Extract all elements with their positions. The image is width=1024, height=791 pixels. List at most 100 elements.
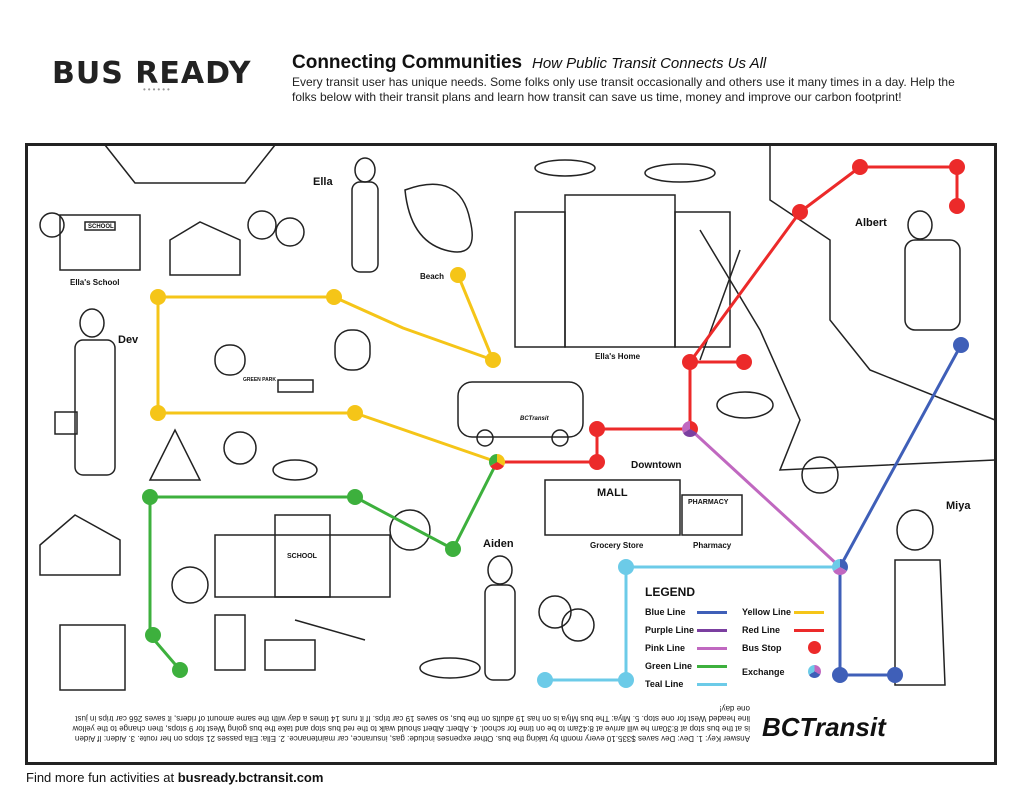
pond	[716, 391, 774, 419]
label-ellas-home: Ella's Home	[595, 352, 641, 361]
green-bus-stop	[142, 489, 158, 505]
legend-label: Exchange	[742, 666, 785, 677]
exchange-segment	[490, 462, 504, 470]
legend-label: Pink Line	[645, 643, 686, 653]
miya-figure	[896, 509, 934, 551]
yellow-bus-stop	[150, 289, 166, 305]
legend-swatch	[794, 610, 824, 614]
red-bus-stop	[736, 354, 752, 370]
green-bus-stop	[145, 627, 161, 643]
exchange-segment	[840, 559, 848, 571]
main-school-building	[214, 534, 391, 598]
yellow-line	[156, 273, 499, 464]
mall-building	[544, 479, 681, 536]
coastline	[699, 229, 996, 471]
house	[169, 221, 241, 276]
legend-swatch	[697, 646, 727, 650]
exchange-segment	[497, 454, 505, 466]
sign-school-main: SCHOOL	[287, 553, 317, 560]
legend-swatch	[697, 682, 727, 686]
teal-line	[543, 565, 842, 682]
legend-label: Green Line	[645, 661, 693, 671]
legend-item-red: Red Line	[742, 625, 824, 635]
yellow-bus-stop	[485, 352, 501, 368]
yellow-star-stop	[347, 405, 363, 421]
bus-stop-icon	[808, 641, 821, 654]
label-aiden: Aiden	[483, 538, 514, 550]
label-grocery-store: Grocery Store	[590, 541, 644, 550]
bus-illustration	[457, 381, 584, 438]
legend-item-blue: Blue Line	[645, 607, 727, 617]
blue-bus-stop	[832, 667, 848, 683]
label-pharmacy: Pharmacy	[693, 541, 732, 550]
sign-mall: MALL	[597, 487, 628, 499]
label-ellas-school: Ella's School	[70, 278, 120, 287]
blue-bus-stop	[887, 667, 903, 683]
label-miya: Miya	[946, 500, 971, 512]
road-line	[699, 249, 741, 361]
green-bus-stop	[172, 662, 188, 678]
park-bench	[277, 379, 314, 393]
dev-figure	[79, 308, 105, 338]
page-subtitle: How Public Transit Connects Us All	[532, 55, 767, 72]
exchange-segment	[832, 559, 840, 571]
swing-set	[264, 639, 316, 671]
ellas-school-building	[59, 214, 141, 271]
mountain	[148, 428, 202, 481]
footer-link[interactable]: busready.bctransit.com	[177, 770, 324, 785]
red-line	[495, 360, 746, 464]
aiden-figure	[487, 555, 513, 585]
red-bus-stop	[949, 198, 965, 214]
legend-swatch	[697, 664, 727, 668]
teal-bus-stop	[537, 672, 553, 688]
ellas-home-building	[514, 211, 566, 348]
bctransit-logo: BCTransit	[762, 712, 886, 742]
legend-label: Blue Line	[645, 607, 686, 617]
yellow-bus-stop	[326, 289, 342, 305]
legend-item-bus-stop: Bus Stop	[742, 641, 821, 654]
intro-text: Every transit user has unique needs. Som…	[292, 75, 955, 104]
sign-school: SCHOOL	[88, 224, 114, 230]
red-bus-stop	[792, 204, 808, 220]
seesaw	[294, 619, 366, 641]
label-dev: Dev	[118, 334, 139, 346]
yellow-bus-stop	[150, 405, 166, 421]
legend-label: Red Line	[742, 625, 781, 635]
footer-text: Find more fun activities at	[26, 770, 178, 785]
legend-item-exchange: Exchange	[742, 665, 821, 678]
legend-swatch	[697, 610, 727, 614]
legend-item-purple: Purple Line	[645, 625, 727, 635]
red-bus-stop	[949, 159, 965, 175]
house	[39, 514, 121, 576]
ella-figure	[354, 157, 376, 183]
legend-item-pink: Pink Line	[645, 643, 727, 653]
label-downtown: Downtown	[631, 460, 682, 471]
teal-bus-stop	[618, 672, 634, 688]
legend-label: Purple Line	[645, 625, 695, 635]
green-bus-stop	[445, 541, 461, 557]
label-beach: Beach	[420, 272, 445, 281]
bus-ready-logo: BUS READY	[52, 56, 252, 91]
blue-bus-stop	[953, 337, 969, 353]
legend-label: Yellow Line	[742, 607, 792, 617]
red-bus-stop	[589, 421, 605, 437]
exchange-icon	[808, 665, 821, 678]
exchange-segment	[690, 421, 698, 433]
exchange-segment	[489, 454, 497, 466]
coastline	[769, 145, 996, 421]
sign-pharmacy: PHARMACY	[688, 499, 729, 506]
legend-label: Teal Line	[645, 679, 684, 689]
legend-title: LEGEND	[645, 585, 696, 599]
green-bus-stop	[347, 489, 363, 505]
legend-swatch	[697, 628, 727, 632]
pink-line	[688, 427, 842, 569]
road-shape	[104, 144, 276, 184]
legend-swatch	[794, 628, 824, 632]
sign-green-park: GREEN PARK	[243, 377, 276, 383]
legend: LEGEND Blue Line Purple Line Pink Line G…	[645, 585, 835, 689]
teal-bus-stop	[618, 559, 634, 575]
playground	[214, 614, 246, 671]
logo-dots: ••••••	[143, 85, 172, 94]
label-ella: Ella	[313, 176, 333, 188]
